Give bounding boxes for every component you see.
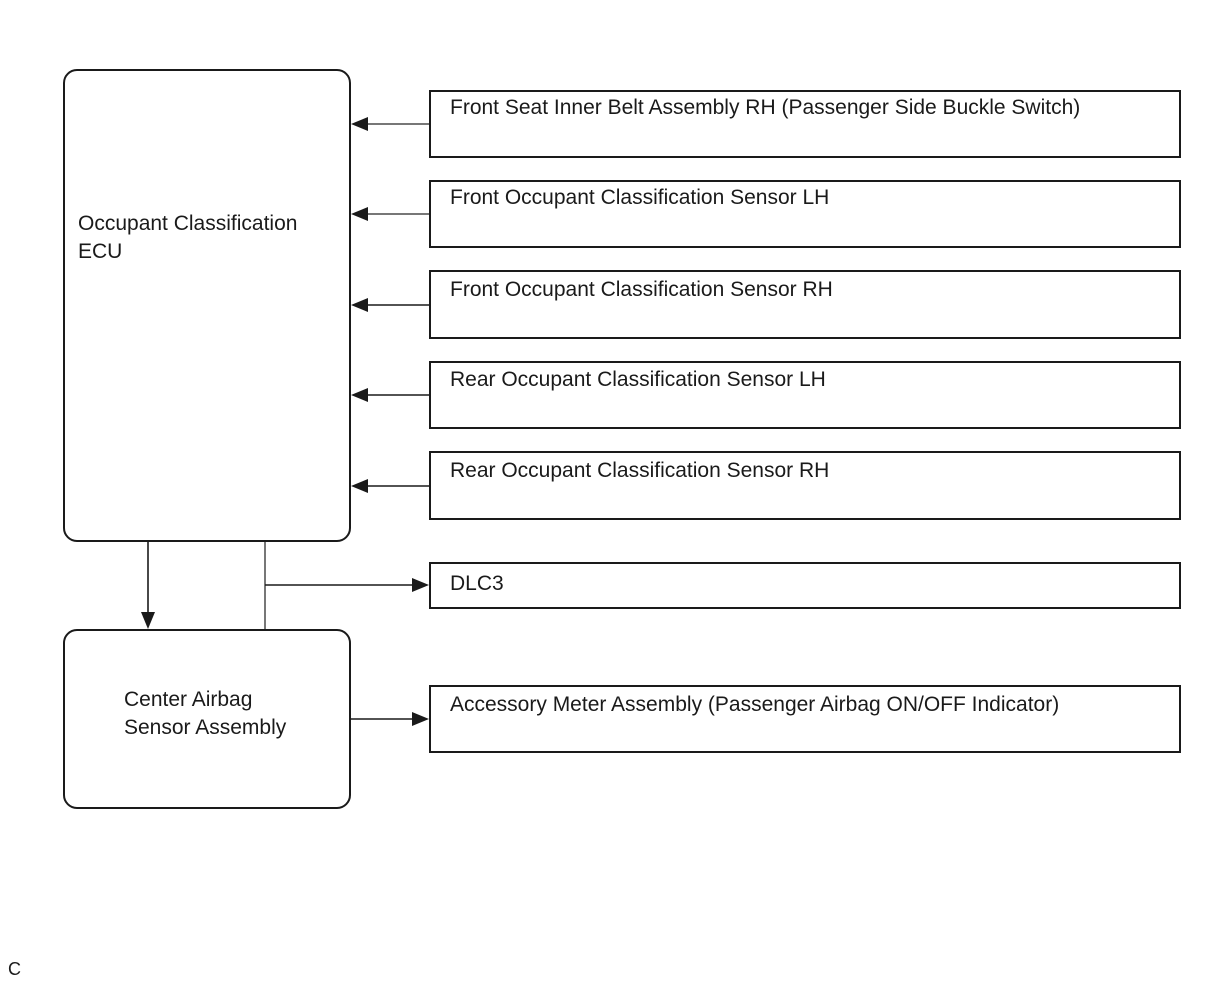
arrow-into-dlc3 (412, 578, 429, 592)
output-label-accessory-meter: Accessory Meter Assembly (Passenger Airb… (450, 693, 1060, 716)
output-label-dlc3: DLC3 (450, 572, 504, 595)
center-airbag-label-line2: Sensor Assembly (124, 716, 287, 739)
corner-mark: C (8, 959, 21, 979)
input-label-front-sensor-lh: Front Occupant Classification Sensor LH (450, 186, 830, 209)
arrow-into-ecu-3 (351, 298, 368, 312)
input-label-rear-sensor-rh: Rear Occupant Classification Sensor RH (450, 459, 830, 482)
input-label-front-sensor-rh: Front Occupant Classification Sensor RH (450, 278, 833, 301)
arrow-into-ecu-5 (351, 479, 368, 493)
input-box-rear-sensor-rh (429, 451, 1181, 520)
center-airbag-label-line1: Center Airbag (124, 688, 253, 711)
input-label-rear-sensor-lh: Rear Occupant Classification Sensor LH (450, 368, 826, 391)
ecu-label-line2: ECU (78, 240, 123, 263)
ecu-label-line1: Occupant Classification (78, 212, 298, 235)
input-box-front-sensor-lh (429, 180, 1181, 248)
input-box-front-sensor-rh (429, 270, 1181, 339)
input-box-rear-sensor-lh (429, 361, 1181, 429)
output-box-accessory-meter (429, 685, 1181, 753)
arrow-into-ecu-4 (351, 388, 368, 402)
input-label-passenger-buckle-switch: Front Seat Inner Belt Assembly RH (Passe… (450, 96, 1081, 119)
arrow-into-meter (412, 712, 429, 726)
arrow-into-ecu-1 (351, 117, 368, 131)
arrow-into-airbag (141, 612, 155, 629)
occupant-classification-ecu-block (63, 69, 351, 542)
arrow-into-ecu-2 (351, 207, 368, 221)
center-airbag-sensor-block (63, 629, 351, 809)
output-box-dlc3 (429, 562, 1181, 609)
input-box-passenger-buckle-switch (429, 90, 1181, 158)
